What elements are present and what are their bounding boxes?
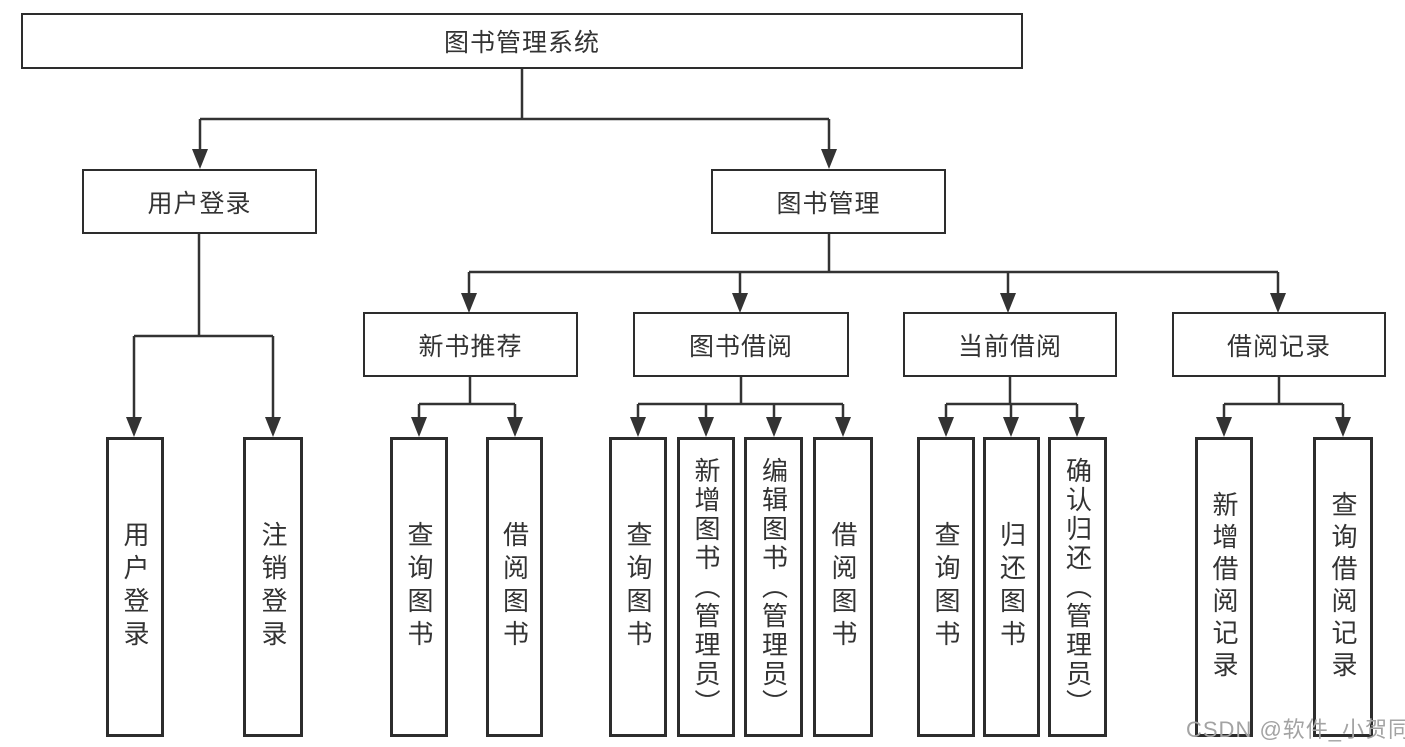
node-book-borrowing: 图书借阅 [633, 312, 849, 377]
leaf-add-borrow-record-label: 新增借阅记录 [1209, 491, 1239, 683]
leaf-query-borrow-record: 查询借阅记录 [1313, 437, 1373, 737]
node-borrowing-records-label: 借阅记录 [1226, 332, 1331, 361]
node-current-borrowing: 当前借阅 [903, 312, 1117, 377]
node-book-management: 图书管理 [711, 169, 946, 234]
leaf-query-books: 查询图书 [917, 437, 975, 737]
leaf-return-books-label: 归还图书 [996, 521, 1027, 653]
node-library-system-label: 图书管理系统 [443, 29, 600, 57]
leaf-confirm-return-admin: 确认归还（管理员） [1048, 437, 1107, 737]
leaf-edit-book-admin-label: 编辑图书（管理员） [758, 456, 789, 718]
leaf-query-books: 查询图书 [609, 437, 667, 737]
leaf-add-book-admin: 新增图书（管理员） [677, 437, 735, 737]
node-book-management-label: 图书管理 [776, 189, 881, 218]
leaf-query-books-label: 查询图书 [404, 521, 434, 653]
leaf-add-book-admin-label: 新增图书（管理员） [691, 456, 721, 718]
node-current-borrowing-label: 当前借阅 [957, 332, 1062, 361]
leaf-borrow-books-label: 借阅图书 [828, 521, 858, 653]
leaf-return-books: 归还图书 [983, 437, 1040, 737]
node-library-system: 图书管理系统 [21, 13, 1023, 69]
node-user-login-label: 用户登录 [147, 189, 252, 218]
node-book-borrowing-label: 图书借阅 [688, 332, 793, 361]
node-new-book-recommendation-label: 新书推荐 [418, 332, 523, 361]
node-user-login: 用户登录 [82, 169, 317, 234]
leaf-query-borrow-record-label: 查询借阅记录 [1328, 491, 1358, 683]
node-new-book-recommendation: 新书推荐 [363, 312, 578, 377]
leaf-user-login: 用户登录 [106, 437, 164, 737]
leaf-edit-book-admin: 编辑图书（管理员） [744, 437, 803, 737]
leaf-query-books-label: 查询图书 [623, 521, 653, 653]
leaf-confirm-return-admin-label: 确认归还（管理员） [1062, 456, 1093, 718]
leaf-user-login-label: 用户登录 [120, 521, 150, 653]
leaf-query-books: 查询图书 [390, 437, 448, 737]
leaf-logout: 注销登录 [243, 437, 303, 737]
leaf-borrow-books-label: 借阅图书 [499, 521, 530, 653]
leaf-add-borrow-record: 新增借阅记录 [1195, 437, 1253, 737]
leaf-query-books-label: 查询图书 [931, 521, 961, 653]
node-borrowing-records: 借阅记录 [1172, 312, 1386, 377]
leaf-logout-label: 注销登录 [258, 521, 288, 653]
watermark-text: CSDN @软件_小贺同学 [1186, 717, 1405, 742]
leaf-borrow-books: 借阅图书 [486, 437, 543, 737]
leaf-borrow-books: 借阅图书 [813, 437, 873, 737]
